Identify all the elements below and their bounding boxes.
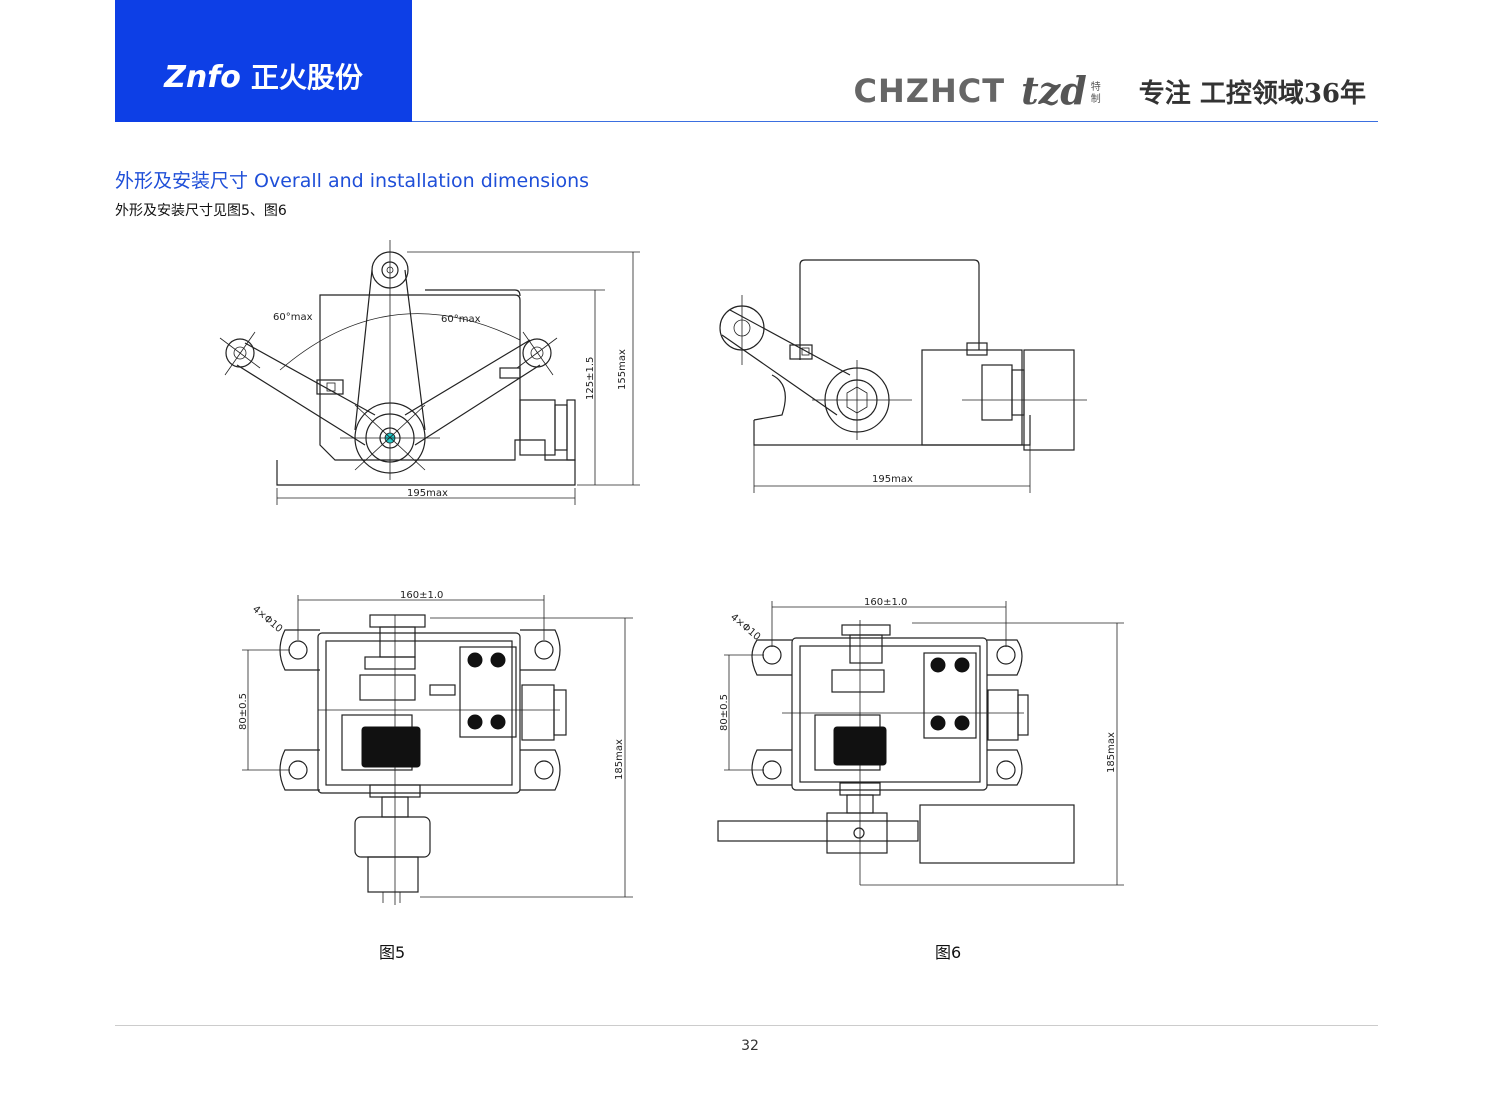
brand-tzd: tzd — [1021, 68, 1087, 113]
fig6-height-label: 185max — [1106, 732, 1117, 773]
section-subtitle: 外形及安装尺寸见图5、图6 — [115, 203, 287, 219]
dim-width-label: 195max — [407, 488, 448, 499]
brand-tezhi: 特制 — [1090, 82, 1101, 105]
drawing-figure-6: 160±1.0 80±0.5 4×Φ10 185max — [712, 595, 1132, 895]
angle-right-label: 60°max — [441, 314, 481, 325]
header-rule — [412, 121, 1378, 122]
fig6-pitch-y-label: 80±0.5 — [719, 694, 730, 731]
section-title: 外形及安装尺寸 Overall and installation dimensi… — [115, 170, 590, 192]
drawing-front-view: 195max 125±1.5 155max 60°max 60°max — [215, 240, 645, 515]
angle-left-label: 60°max — [273, 312, 313, 323]
side-width-label: 195max — [872, 474, 913, 485]
logo-cn: 正火股份 — [250, 61, 363, 94]
logo-latin: Znfo — [164, 60, 241, 95]
fig6-pitch-x-label: 160±1.0 — [864, 597, 907, 608]
drawing-figure-5: 160±1.0 80±0.5 4×Φ10 185max — [230, 585, 650, 910]
dim-height-a-label: 125±1.5 — [585, 357, 596, 400]
brand-chzhct: CHZHCT — [853, 72, 1006, 110]
caption-figure-6: 图6 — [935, 943, 962, 962]
page-number: 32 — [741, 1038, 759, 1054]
drawing-side-view: 195max — [712, 255, 1092, 495]
brand-slogan: 专注 工控领域36年 — [1138, 79, 1366, 109]
fig5-pitch-y-label: 80±0.5 — [238, 693, 249, 730]
fig5-pitch-x-label: 160±1.0 — [400, 590, 443, 601]
logo: Znfo 正火股份 — [164, 56, 363, 96]
fig5-holes-label: 4×Φ10 — [250, 604, 284, 635]
caption-figure-5: 图5 — [379, 943, 406, 962]
header-brand: CHZHCT tzd 特制 专注 工控领域36年 — [853, 68, 1367, 113]
fig6-holes-label: 4×Φ10 — [728, 612, 762, 643]
fig5-height-label: 185max — [614, 739, 625, 780]
footer-rule — [115, 1025, 1378, 1026]
brand-logo-box: Znfo 正火股份 — [115, 0, 412, 122]
dim-height-b-label: 155max — [617, 349, 628, 390]
